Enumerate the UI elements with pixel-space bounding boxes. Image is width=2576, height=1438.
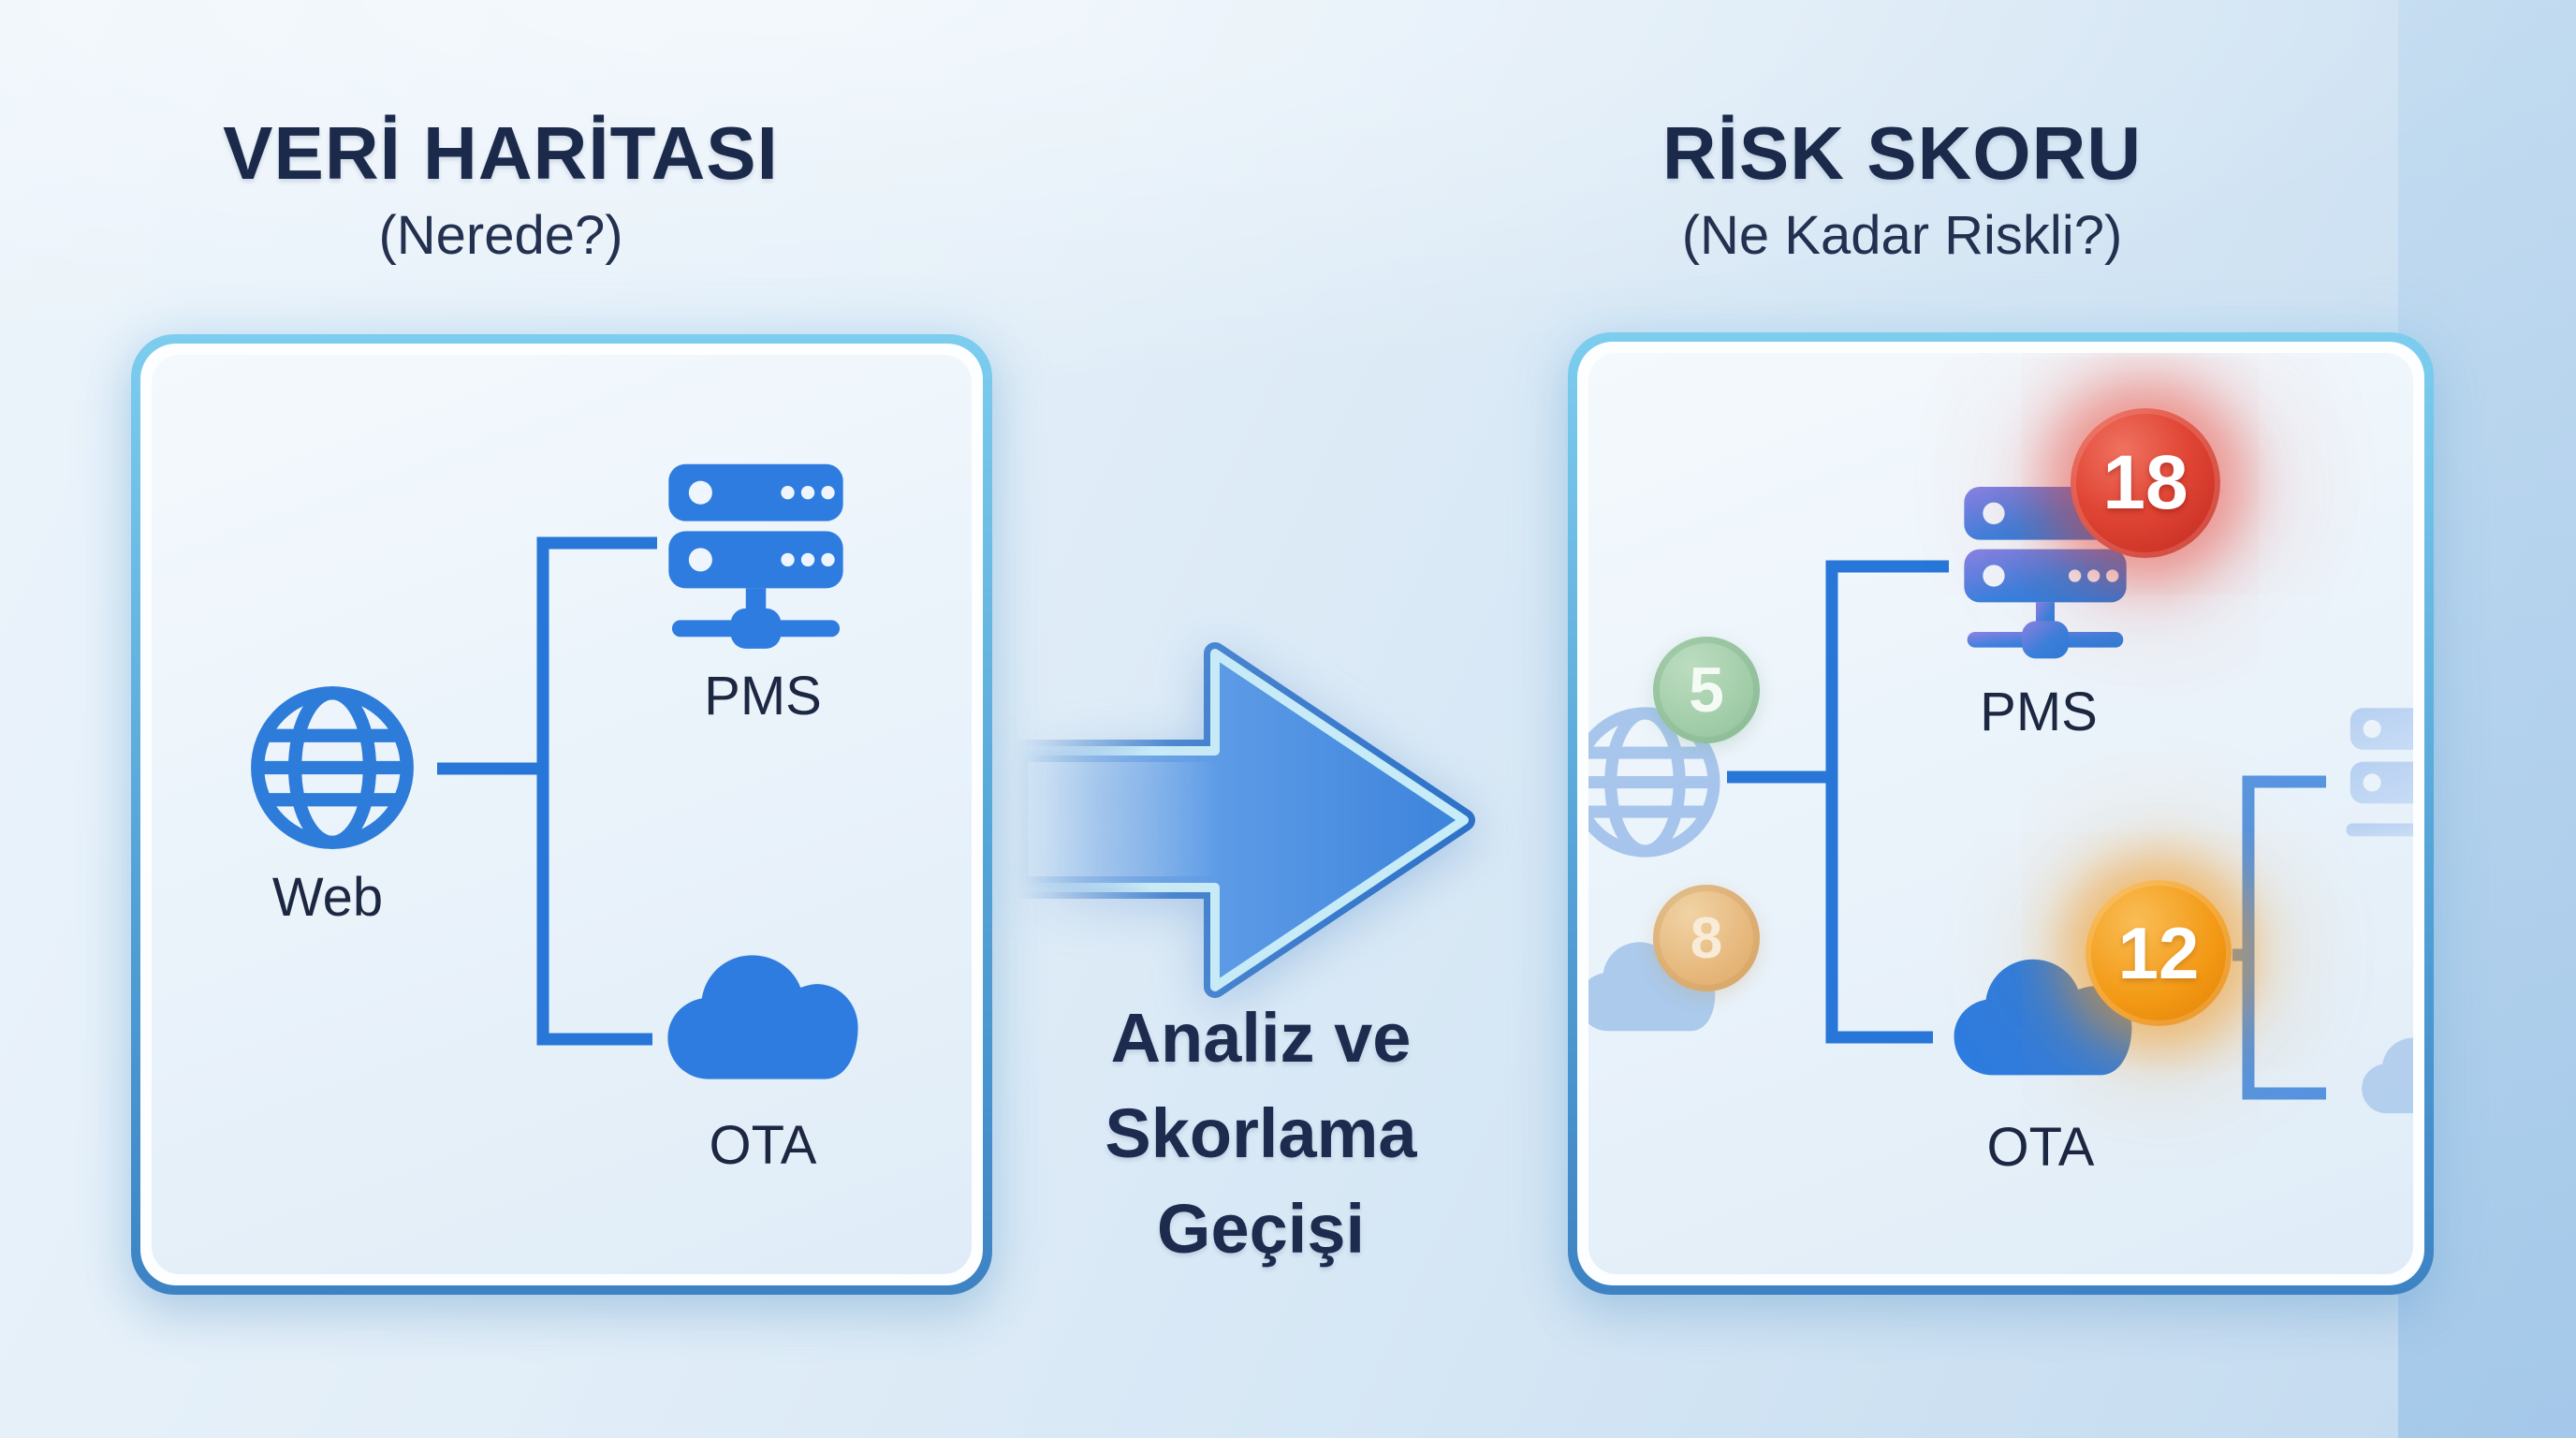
risk-badge-ota: 12 xyxy=(2086,880,2232,1026)
transition-label-line1: Analiz ve xyxy=(1110,999,1412,1077)
left-panel-title: VERİ HARİTASI xyxy=(223,111,779,195)
right-panel-title: RİSK SKORU xyxy=(1661,111,2143,195)
risk-badge-pms: 18 xyxy=(2071,408,2220,558)
transition-label: Analiz ve Skorlama Geçişi xyxy=(1008,990,1514,1277)
risk-score-web: 5 xyxy=(1689,654,1724,726)
data-map-panel: Web PM xyxy=(131,334,992,1295)
right-panel-content: PMS 18 OTA 12 5 8 xyxy=(1588,353,2413,1274)
server-pms-icon xyxy=(655,454,856,655)
right-title-block: RİSK SKORU (Ne Kadar Riskli?) xyxy=(1528,110,2276,267)
risk-badge-web: 5 xyxy=(1653,637,1760,743)
left-panel-subtitle: (Nerede?) xyxy=(378,205,623,266)
right-panel-subtitle: (Ne Kadar Riskli?) xyxy=(1681,205,2123,266)
risk-score-side-cloud: 8 xyxy=(1690,905,1723,971)
risk-badge-side-cloud: 8 xyxy=(1653,885,1760,991)
risk-score-ota: 12 xyxy=(2117,911,2200,994)
faded-globe-icon xyxy=(1588,700,1727,864)
faded-server-right-icon xyxy=(2345,704,2413,863)
transition-arrow-icon xyxy=(1005,637,1479,1011)
risk-score-panel: PMS 18 OTA 12 5 8 xyxy=(1568,332,2434,1295)
left-connector-lines xyxy=(437,536,657,1046)
pms-risk-node-label: PMS xyxy=(1980,682,2098,742)
pms-node-label: PMS xyxy=(704,666,822,726)
risk-score-pms: 18 xyxy=(2102,440,2188,525)
globe-web-icon xyxy=(243,679,421,857)
cloud-ota-icon xyxy=(655,946,871,1091)
web-node-label: Web xyxy=(271,867,384,928)
left-title-block: VERİ HARİTASI (Nerede?) xyxy=(131,110,871,267)
ota-risk-node-label: OTA xyxy=(1986,1117,2095,1178)
transition-label-line3: Geçişi xyxy=(1156,1190,1366,1268)
left-panel-content: Web PM xyxy=(152,355,972,1274)
right-connector-lines xyxy=(1727,560,2326,1100)
transition-label-line2: Skorlama xyxy=(1105,1094,1417,1172)
ota-node-label: OTA xyxy=(709,1115,817,1176)
faded-cloud-right-icon xyxy=(2354,1022,2413,1130)
cloud-ota-risk-icon xyxy=(1942,950,2144,1086)
